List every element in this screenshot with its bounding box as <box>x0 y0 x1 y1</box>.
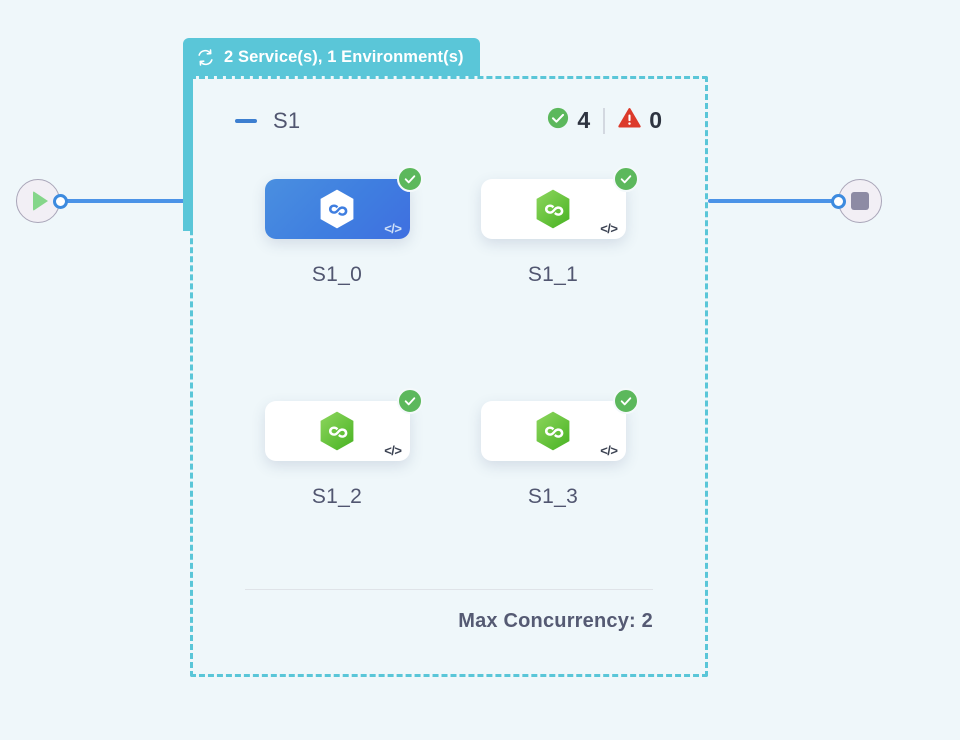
node-card-s1-0[interactable]: </> <box>264 166 423 239</box>
minus-icon <box>235 119 257 123</box>
node-cell: </> S1_0 <box>217 166 457 401</box>
loop-refresh-icon <box>196 48 215 67</box>
max-concurrency-label: Max Concurrency: 2 <box>458 610 653 632</box>
node-grid: </> S1_0 <box>193 166 705 623</box>
node-card-s1-3[interactable]: </> <box>480 388 639 461</box>
group-header-tab[interactable]: 2 Service(s), 1 Environment(s) <box>183 38 480 76</box>
nodejs-hexagon-icon <box>318 410 356 452</box>
nodejs-hexagon-icon <box>534 410 572 452</box>
node-status-badge <box>612 388 639 414</box>
group-footer: Max Concurrency: 2 <box>245 589 653 633</box>
node-label-s1-0: S1_0 <box>311 263 363 286</box>
group-collapse-toggle[interactable]: S1 <box>235 108 300 134</box>
node-card-s1-2[interactable]: </> <box>264 388 423 461</box>
node-label-s1-1: S1_1 <box>527 263 579 286</box>
warning-triangle-icon <box>618 107 641 134</box>
group-header-title: 2 Service(s), 1 Environment(s) <box>224 47 464 66</box>
end-node-input-port[interactable] <box>831 194 846 209</box>
error-counter[interactable]: 0 <box>618 107 662 134</box>
play-icon <box>33 191 48 211</box>
group-name-label: S1 <box>273 108 301 133</box>
edge-start-to-group[interactable] <box>62 199 190 203</box>
node-status-badge <box>612 166 639 192</box>
node-cell: </> S1_2 <box>217 388 457 623</box>
edge-group-to-end[interactable] <box>708 199 840 203</box>
node-label-s1-3: S1_3 <box>527 485 579 508</box>
start-node-output-port[interactable] <box>53 194 68 209</box>
nodejs-hexagon-icon <box>318 188 356 230</box>
error-count: 0 <box>649 107 662 133</box>
node-status-badge <box>396 388 423 414</box>
nodejs-hexagon-icon <box>534 188 572 230</box>
code-badge[interactable]: </> <box>600 221 618 236</box>
code-badge[interactable]: </> <box>384 221 402 236</box>
group-toolbar: S1 4 <box>193 103 705 137</box>
start-node[interactable] <box>16 179 60 223</box>
code-badge[interactable]: </> <box>600 443 618 458</box>
node-cell: </> S1_3 <box>433 388 673 623</box>
stop-icon <box>851 192 869 210</box>
success-counter[interactable]: 4 <box>547 107 590 134</box>
check-circle-icon <box>547 107 569 134</box>
node-row: </> S1_2 <box>193 388 705 623</box>
node-status-badge <box>396 166 423 192</box>
group-status-counters: 4 0 <box>547 107 662 134</box>
node-cell: </> S1_1 <box>433 166 673 401</box>
node-row: </> S1_0 <box>193 166 705 401</box>
service-group-container[interactable] <box>190 76 708 677</box>
node-label-s1-2: S1_2 <box>311 485 363 508</box>
group-body: S1 4 <box>193 79 705 674</box>
node-card-s1-1[interactable]: </> <box>480 166 639 239</box>
counter-divider <box>603 107 606 134</box>
group-header-left-band <box>183 76 193 231</box>
footer-divider <box>245 589 653 590</box>
code-badge[interactable]: </> <box>384 443 402 458</box>
success-count: 4 <box>577 107 591 133</box>
